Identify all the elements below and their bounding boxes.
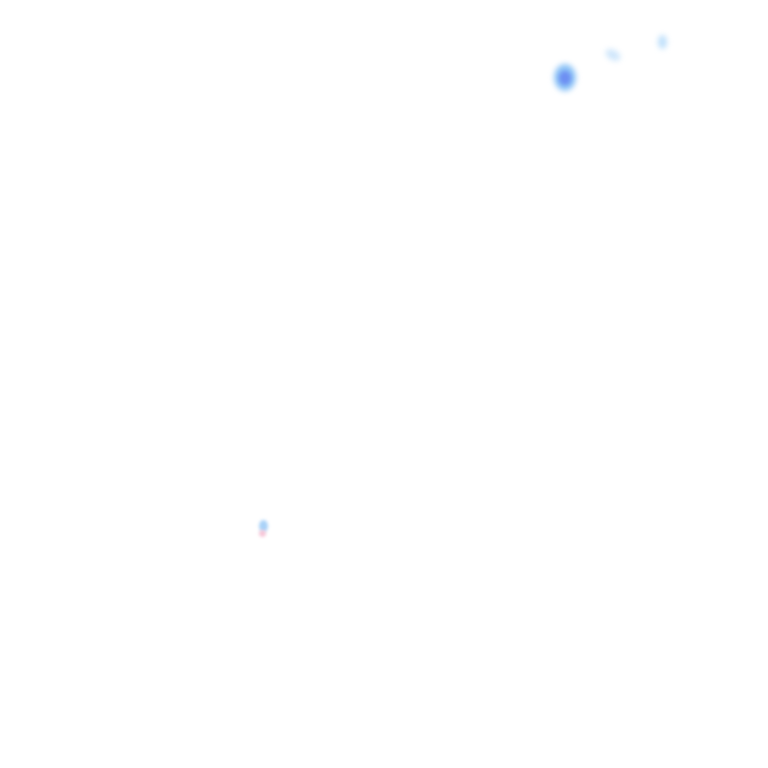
precip-cell [658,35,667,49]
precip-cell-core [559,71,571,85]
mixed-precip-cell [259,530,266,537]
precip-cell [603,46,623,64]
precip-cell [259,520,268,532]
